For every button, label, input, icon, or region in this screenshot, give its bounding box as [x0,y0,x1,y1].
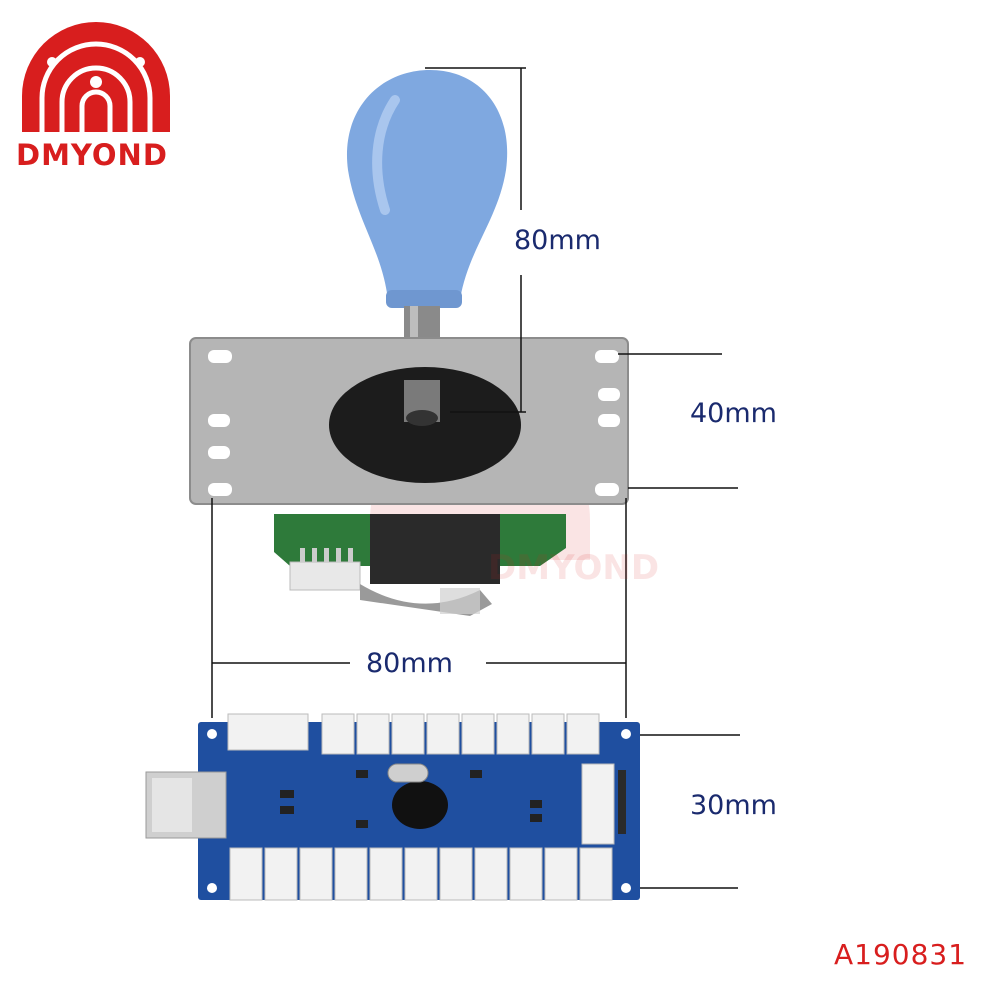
product-code: A190831 [834,938,968,971]
logo-arc-icon [22,22,170,132]
dimension-lines [211,67,740,889]
dimension-plate-height: 40mm [690,398,777,429]
brand-logo-text: DMYOND [16,138,168,172]
encoder-board [198,713,640,901]
usb-connector-icon [145,771,227,839]
watermark-text: DMYOND [488,548,660,588]
joystick-ball [346,70,508,308]
dimension-width: 80mm [366,648,453,679]
dimension-pcb-height: 30mm [690,790,777,821]
dimension-joystick-height: 80mm [514,225,601,256]
joystick-switch-board [274,514,566,616]
